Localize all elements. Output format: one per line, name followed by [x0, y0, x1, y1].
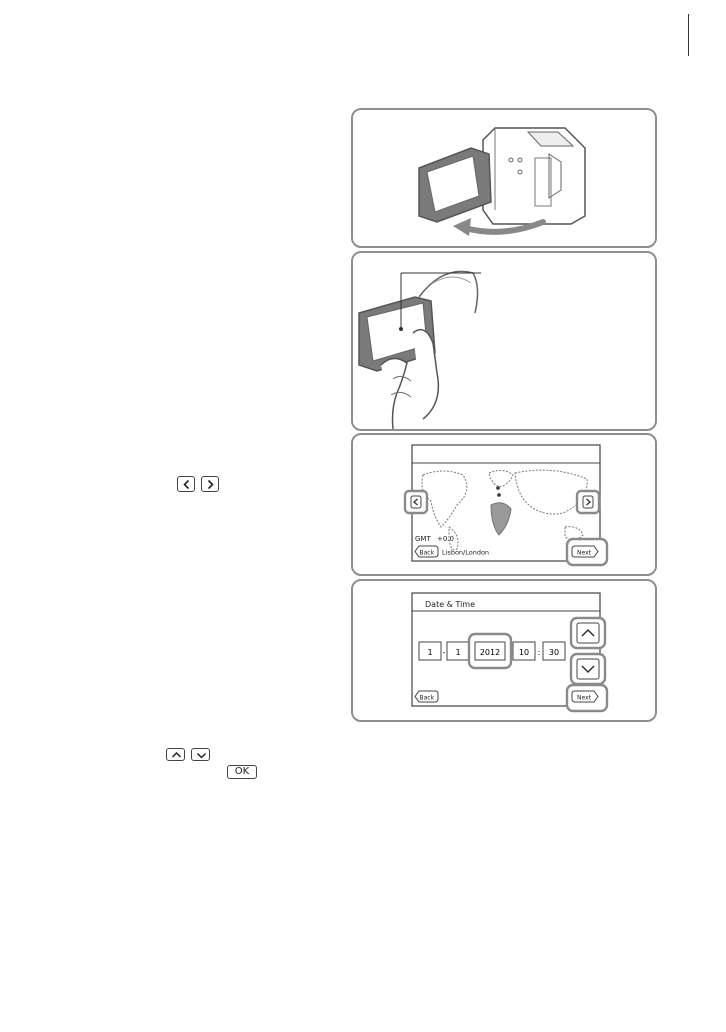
- date-next-label: Next: [577, 695, 592, 702]
- date-time-screen: Date & Time 1 - 1 - 2012 10 : 30: [351, 579, 657, 722]
- area-right-button[interactable]: [575, 489, 601, 515]
- hand-touch-illustration: [358, 270, 481, 429]
- area-back-label: Back: [420, 550, 435, 557]
- inline-right-button: [201, 476, 219, 492]
- area-city: Lisbon/London: [442, 549, 489, 557]
- inline-left-button: [177, 476, 195, 492]
- time-separator: :: [538, 648, 541, 657]
- chevron-left-icon: [183, 479, 190, 490]
- area-setting-screen: GMT +0.0 Back Lisbon/London Next: [351, 433, 657, 576]
- month-field[interactable]: 1: [418, 641, 442, 661]
- month-value: 1: [427, 648, 432, 657]
- day-field[interactable]: 1: [446, 641, 470, 661]
- area-setting-svg: GMT +0.0 Back Lisbon/London Next: [403, 444, 609, 567]
- date-time-title: Date & Time: [425, 600, 475, 609]
- hour-value: 10: [519, 648, 529, 657]
- year-value: 2012: [480, 648, 500, 657]
- chevron-right-icon: [207, 479, 214, 490]
- chevron-up-icon: [581, 628, 595, 637]
- world-map: [421, 469, 588, 551]
- minute-field[interactable]: 30: [542, 641, 566, 661]
- inline-ok-button: OK: [227, 765, 257, 779]
- area-left-button[interactable]: [403, 489, 429, 515]
- hour-field[interactable]: 10: [512, 641, 536, 661]
- increase-button[interactable]: [569, 616, 607, 650]
- gmt-offset: +0.0: [437, 535, 454, 543]
- date-next-button[interactable]: Next: [565, 683, 609, 713]
- chevron-down-icon: [196, 752, 207, 759]
- date-separator-1: -: [443, 648, 446, 657]
- camcorder-open-illustration: [418, 127, 586, 236]
- margin-rule: [688, 14, 689, 56]
- decrease-button[interactable]: [569, 652, 607, 686]
- year-field[interactable]: 2012: [467, 632, 513, 670]
- chevron-up-icon: [171, 751, 182, 758]
- gmt-label: GMT: [415, 535, 431, 543]
- date-back-label: Back: [420, 695, 435, 702]
- minute-value: 30: [549, 648, 559, 657]
- inline-up-button: [166, 748, 185, 761]
- area-next-label: Next: [577, 550, 592, 557]
- illustration-open-lcd: [351, 108, 657, 248]
- date-time-svg: Date & Time 1 - 1 - 2012 10 : 30: [411, 592, 609, 713]
- chevron-down-icon: [581, 665, 595, 674]
- area-next-button[interactable]: Next: [565, 537, 609, 567]
- illustration-touch-lcd: [351, 251, 657, 431]
- inline-down-button: [191, 748, 210, 761]
- area-back-button[interactable]: Back: [414, 545, 439, 558]
- day-value: 1: [455, 648, 460, 657]
- date-back-button[interactable]: Back: [414, 690, 439, 703]
